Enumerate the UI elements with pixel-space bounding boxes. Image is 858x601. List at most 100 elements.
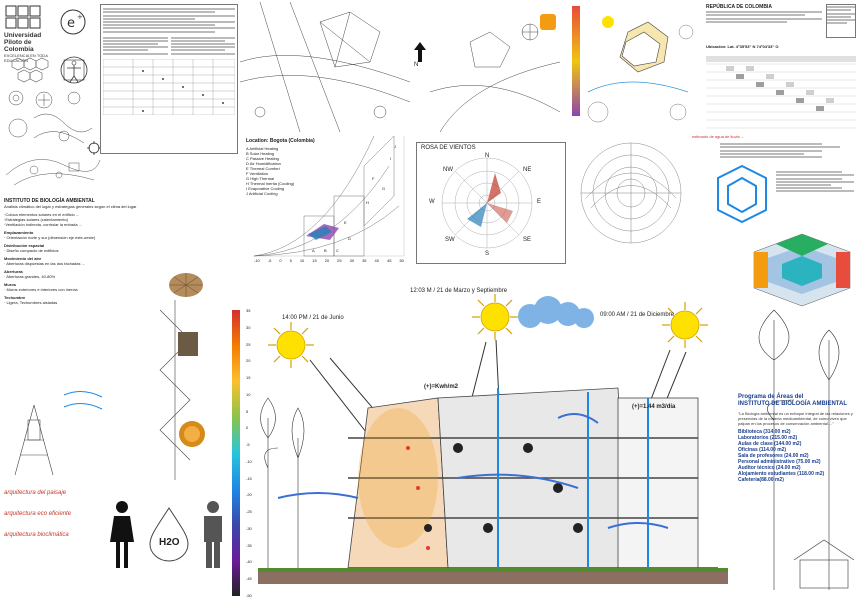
climate-table: [706, 56, 856, 130]
legend-g: G High Thermal: [246, 176, 275, 181]
legend-d: D Air Humidification: [246, 161, 281, 166]
program-title-2: INSTITUTO DE BIOLOGÍA AMBIENTAL: [738, 401, 847, 407]
line-distribucion: · Diseño compacto de edificios: [4, 248, 59, 253]
temp-tick: -5: [246, 442, 250, 447]
line-aberturas: · Aberturas grandes, 40-80%: [4, 274, 56, 279]
temperature-scale: [232, 310, 246, 596]
hexagon-pattern-icon: [10, 56, 54, 86]
psychro-chart: Location: Bogota (Colombia) A Artificial…: [244, 136, 410, 266]
north-label: N: [414, 62, 419, 68]
water-drop-icon: H2O: [146, 506, 192, 562]
university-name: Universidad Piloto de Colombia EXCELENCI…: [4, 32, 56, 63]
temp-tick: -45: [246, 576, 252, 581]
time-march: 12:03 M / 21 de Marzo y Septiembre: [410, 288, 508, 294]
strategy-point-3: ·Ventilación indirecta, controlar la ent…: [4, 222, 83, 227]
zone-e: E: [344, 220, 347, 225]
temp-tick: -20: [246, 492, 252, 498]
republic-header: REPÚBLICA DE COLOMBIA: [706, 4, 822, 24]
woman-icon: [108, 500, 136, 570]
legend-c: C Passive Heating: [246, 156, 279, 161]
rain-note: estimado de agua de lluvia ...: [692, 134, 745, 139]
zone-d: D: [348, 236, 351, 241]
program-item: Auditor técnico (24.00 m2): [738, 465, 801, 471]
zone-b: B: [324, 248, 327, 253]
top-right-plan: [568, 2, 696, 130]
site-plan-2: [430, 2, 560, 132]
sunlight-icon: [540, 14, 556, 30]
rain-calc-lines: [720, 142, 840, 159]
temp-tick: 15: [246, 375, 251, 380]
isometric-diagram: [712, 160, 772, 240]
temp-tick: -10: [246, 458, 252, 464]
university-name-line1: Universidad: [4, 32, 42, 39]
site-plan-1: [240, 2, 410, 132]
program-item: Cafetería(88.00 m2): [738, 477, 784, 483]
zone-a: A: [312, 248, 315, 253]
zone-c: C: [336, 248, 339, 253]
info-box: [826, 4, 856, 38]
legend-j: J Artificial Cooling: [246, 191, 278, 196]
republic-title: REPÚBLICA DE COLOMBIA: [706, 4, 772, 10]
rainwater-notes: [776, 170, 854, 194]
institute-title: INSTITUTO DE BIOLOGÍA AMBIENTAL: [4, 198, 95, 204]
time-december: 09:00 AM / 21 de Diciembre: [600, 312, 675, 318]
svg-text:e: e: [67, 16, 75, 31]
dir-w: W: [429, 199, 435, 205]
university-tagline: EXCELENCIA EN TODA EDUCACIÓN: [4, 53, 48, 63]
heading-techumbre: Techumbre: [4, 295, 26, 300]
temp-tick: 30: [246, 324, 251, 330]
temperature-scale-labels: 35 30 25 20 15 10 5 0 -5 -10 -15 -20 -25…: [246, 308, 260, 598]
dir-n: N: [485, 153, 490, 159]
line-aire: · Aberturas dispuestas en las dos fachad…: [4, 261, 85, 266]
arch-words: arquitectura del paisaje arquitectura ec…: [4, 490, 94, 539]
xtick: -10: [254, 258, 260, 263]
svg-text:+: +: [77, 13, 83, 21]
word-bioclimatica: arquitectura bioclimática: [4, 532, 69, 538]
xtick: 10: [299, 258, 305, 263]
line-techumbre: · Ligera, Techumbres aisladas: [4, 300, 58, 305]
program-block: Programa de Áreas del INSTITUTO DE BIOLO…: [738, 394, 856, 483]
line-emplazamiento: · Orientación norte y sur (dimensión eje…: [4, 235, 96, 240]
heading-distribucion: Distribución espacial: [4, 243, 45, 248]
temp-tick: 10: [246, 391, 251, 397]
xtick: 25: [337, 258, 342, 263]
dir-nw: NW: [443, 167, 453, 173]
university-logo: [4, 4, 44, 32]
line-muros: · Muros exteriores e interiores con iner…: [4, 287, 78, 292]
heading-emplazamiento: Emplazamiento: [4, 230, 34, 235]
wind-sphere-photo: [176, 420, 208, 448]
legend-a: A Artificial Heating: [246, 146, 279, 151]
program-item: Oficinas (114.00 m2): [738, 447, 787, 453]
time-june: 14:00 PM / 21 de Junio: [282, 315, 344, 321]
program-item: Biblioteca (314.00 m2): [738, 429, 791, 435]
temp-tick: -15: [246, 475, 252, 481]
sun-icon-december: [662, 302, 708, 348]
legend-e: E Thermal Comfort: [246, 166, 280, 171]
h2o-label: H2O: [159, 537, 180, 548]
vitruvian-icon: [58, 54, 90, 86]
xtick: 20: [324, 258, 330, 263]
zone-i: I: [390, 156, 392, 161]
xtick: 40: [374, 258, 379, 263]
zone-f: F: [372, 176, 375, 181]
temp-tick: -40: [246, 559, 252, 565]
gear-sun-icon: [86, 140, 102, 156]
psychro-legend: A Artificial Heating B Solar Heating C P…: [246, 146, 306, 196]
legend-h: H Thermal Inertia (Cooling): [246, 181, 295, 186]
institute-subtitle: Análisis climático del lugar y estrategi…: [4, 204, 137, 209]
zone-h: H: [366, 200, 369, 205]
xtick: 35: [362, 258, 367, 263]
xtick: 30: [349, 258, 355, 263]
psychro-location: Location: Bogota (Colombia): [246, 138, 315, 144]
program-intro: "La Biología ambiental es un enfoque int…: [738, 411, 853, 426]
energy-kwh: (+)=Kwh/m2: [424, 384, 459, 390]
temp-tick: 20: [246, 358, 251, 364]
wind-tower-sketch: [150, 300, 200, 480]
legend-i: I Evaporative Cooling: [246, 186, 285, 191]
xtick: 50: [399, 258, 404, 263]
program-item: Personal administrativo (75.00 m2): [738, 459, 821, 465]
temp-tick: -35: [246, 542, 252, 548]
dir-se: SE: [523, 237, 532, 243]
legend-b: B Solar Heating: [246, 151, 275, 156]
temp-tick: 25: [246, 341, 251, 347]
